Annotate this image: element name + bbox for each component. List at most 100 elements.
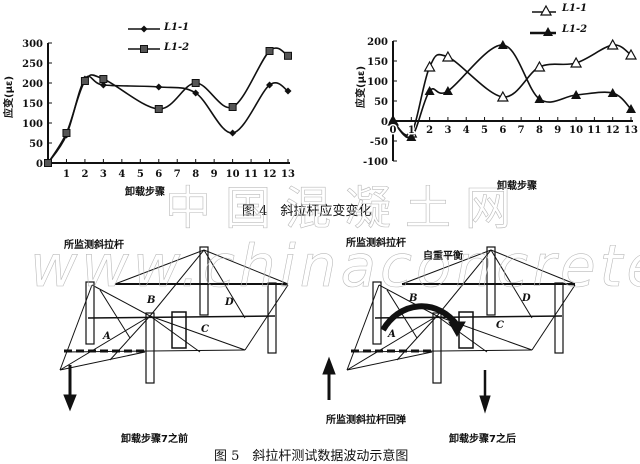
chart2-l1-1-point [624,48,638,60]
chart1-l1-1-point [155,83,163,91]
chart1-xlabel: 卸载步骤 [125,187,165,198]
chart1-legend-l1-2: L1-2 [164,42,190,53]
column [145,312,155,384]
chart2-l1-2-point [534,94,545,103]
region-label-c-left: C [201,324,209,335]
chart2-x-tick-label: 6 [499,125,506,136]
structure-member [346,284,380,371]
structure-member [114,249,205,285]
chart1-y-tick-label: 50 [29,139,43,150]
right-monitored-label: 所监测斜拉杆 [346,238,406,249]
region-label-a-right: A [388,329,396,340]
chart1-x-tick-label: 8 [192,169,199,180]
chart1-y-tick-label: 150 [22,99,43,110]
chart1-x-tick-label: 7 [174,169,181,180]
chart1-x-tick-label: 11 [244,169,258,180]
chart2-legend-marker [543,27,553,36]
chart1-l1-1-point [266,81,274,89]
chart2-l1-2-point [571,90,582,99]
chart2-y-tick-label: -100 [363,157,388,168]
chart2-x-tick-label: 13 [624,125,638,136]
chart2-l1-1-point [441,50,454,62]
chart1-l1-1-point [99,81,107,89]
structure-member [203,249,246,319]
left-step-label: 卸载步骤7之前 [121,434,188,445]
chart2-l1-1-point [423,60,436,72]
column [432,312,442,384]
chart2-y-tick-label: -50 [370,137,388,148]
chart1-legend-marker [140,25,148,33]
structure-member [149,315,201,353]
chart1-x-tick-label: 5 [137,169,144,180]
chart2-l1-1-point [533,60,546,72]
chart1-y-tick-label: 100 [22,119,43,130]
chart1-x-tick-label: 3 [100,169,107,180]
chart2-x-tick-label: 11 [587,125,601,136]
chart2-x-tick-label: 12 [606,125,620,136]
region-label-a-left: A [103,331,111,342]
chart2-l1-1-point [496,90,509,102]
chart1-l1-1-point [192,89,200,97]
chart1-x-tick-label: 4 [118,169,125,180]
chart2-x-tick-label: 3 [444,125,451,136]
structure-member [203,249,289,285]
chart1-x-tick-label: 9 [211,169,218,180]
structure-member [490,249,533,319]
chart1-ylabel: 应变(με) [4,75,15,118]
chart1-l1-2-point [228,103,237,111]
chart1-legend-l1-1: L1-1 [164,22,190,33]
chart1-l1-2-point [99,75,108,83]
chart1-l1-1-point [284,87,292,95]
chart1-series-l1-1-line [47,75,289,164]
figure5-caption: 图 5 斜拉杆测试数据波动示意图 [214,449,409,464]
chart1-l1-2-point [154,105,163,113]
structure-member [378,284,438,317]
chart2-x-tick-label: 0 [390,125,397,136]
chart2-xlabel: 卸载步骤 [497,181,537,192]
structure-member [556,283,576,286]
column [199,246,209,316]
region-label-c-right: C [496,320,504,331]
self-weight-balance-label: 自重平衡 [423,251,463,262]
chart2-l1-1-point [606,38,619,50]
structure-member [401,249,492,285]
region-label-b-right: B [409,293,418,304]
chart1-x-tick-label: 12 [263,169,277,180]
up-arrow-icon [322,356,336,375]
structure-member [269,283,289,286]
chart1-x-tick-label: 13 [281,169,295,180]
chart2-y-tick-label: 100 [367,77,388,88]
chart1-y-tick-label: 300 [22,39,43,50]
structure-member [531,284,576,351]
left-monitored-label: 所监测斜拉杆 [64,240,124,251]
structure-member [59,315,151,371]
chart1-x-tick-label: 1 [63,169,70,180]
chart2-y-tick-label: 150 [367,57,388,68]
region-label-b-left: B [147,295,156,306]
chart1-series-l1-2-line [47,47,289,164]
structure-member [244,284,289,351]
chart2-x-tick-label: 10 [569,125,583,136]
structure-member [490,249,576,285]
down-arrow-icon [63,394,77,412]
structure-member [346,351,433,371]
chart2-x-tick-label: 1 [408,125,415,136]
region-label-d-left: D [225,297,234,308]
chart2-l1-1-point [570,56,583,68]
region-label-d-right: D [522,293,531,304]
column [554,282,564,354]
chart1-l1-2-point [284,51,292,60]
chart2-y-tick-label: 50 [374,97,388,108]
chart2-y-tick-label: 200 [367,37,388,48]
structure-member [59,351,146,371]
chart1-l1-1-point [229,129,237,137]
chart2-x-tick-label: 4 [463,125,470,136]
column [85,281,95,345]
chart2-l1-2-point [424,86,435,95]
chart1-x-tick-label: 6 [155,169,162,180]
rebound-label: 所监测斜拉杆回弹 [326,415,406,426]
rotation-arc [380,303,460,332]
structure-member [99,289,131,339]
chart1-x-tick-label: 2 [81,169,88,180]
chart1-l1-2-point [191,79,200,87]
